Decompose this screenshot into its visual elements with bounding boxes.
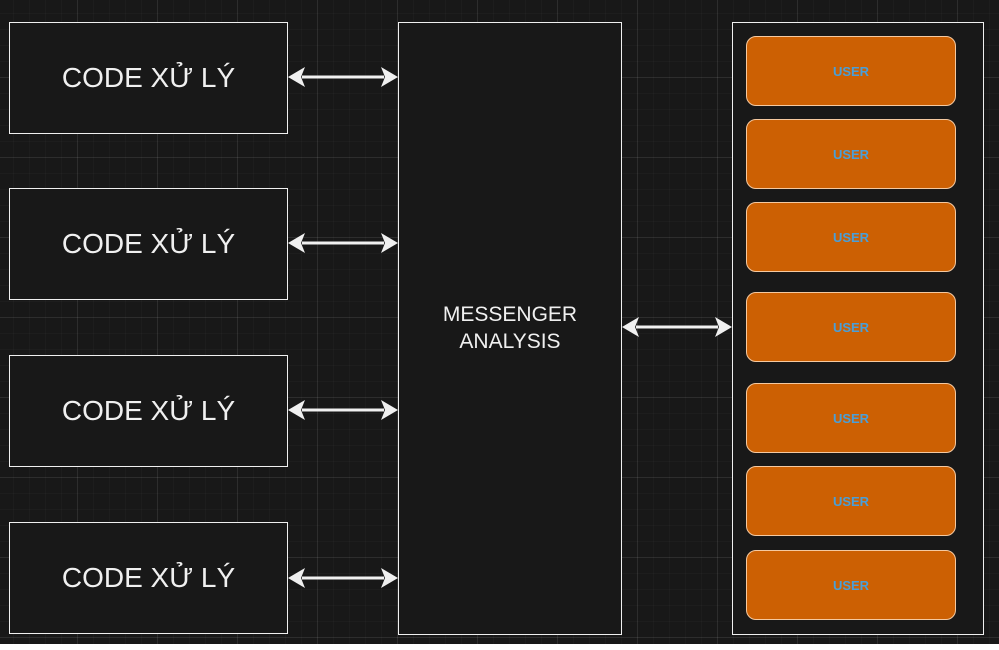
messenger-analysis-label-line1: MESSENGER: [442, 303, 578, 327]
user-label: USER: [832, 493, 870, 509]
arrow-head-left: [288, 400, 305, 420]
code-processing-box-1: CODE XỬ LÝ: [9, 22, 288, 134]
user-label: USER: [832, 63, 870, 79]
code-processing-label: CODE XỬ LÝ: [61, 228, 236, 259]
code-processing-label: CODE XỬ LÝ: [61, 62, 236, 93]
code-processing-label: CODE XỬ LÝ: [61, 395, 236, 426]
user-box-6: USER: [746, 466, 956, 536]
arrow-head-left: [288, 67, 305, 87]
arrow-code-4-to-messenger: [288, 568, 398, 588]
arrow-head-right: [381, 67, 398, 87]
arrow-head-left: [288, 568, 305, 588]
code-processing-box-4: CODE XỬ LÝ: [9, 522, 288, 634]
code-processing-box-3: CODE XỬ LÝ: [9, 355, 288, 467]
user-label: USER: [832, 410, 870, 426]
user-label: USER: [832, 146, 870, 162]
user-label: USER: [832, 229, 870, 245]
arrow-head-left: [622, 317, 639, 337]
code-processing-box-2: CODE XỬ LÝ: [9, 188, 288, 300]
user-box-4: USER: [746, 292, 956, 362]
user-box-1: USER: [746, 36, 956, 106]
arrow-head-right: [381, 233, 398, 253]
arrow-code-1-to-messenger: [288, 67, 398, 87]
arrow-code-2-to-messenger: [288, 233, 398, 253]
arrow-messenger-to-users: [622, 317, 732, 337]
code-processing-label: CODE XỬ LÝ: [61, 562, 236, 593]
user-box-7: USER: [746, 550, 956, 620]
user-box-5: USER: [746, 383, 956, 453]
user-label: USER: [832, 577, 870, 593]
messenger-analysis-label-line2: ANALYSIS: [459, 329, 561, 353]
user-label: USER: [832, 319, 870, 335]
user-box-3: USER: [746, 202, 956, 272]
arrow-code-3-to-messenger: [288, 400, 398, 420]
arrow-head-left: [288, 233, 305, 253]
arrow-head-right: [381, 400, 398, 420]
arrow-head-right: [715, 317, 732, 337]
arrow-head-right: [381, 568, 398, 588]
user-box-2: USER: [746, 119, 956, 189]
messenger-analysis-box: MESSENGER ANALYSIS: [398, 22, 622, 635]
